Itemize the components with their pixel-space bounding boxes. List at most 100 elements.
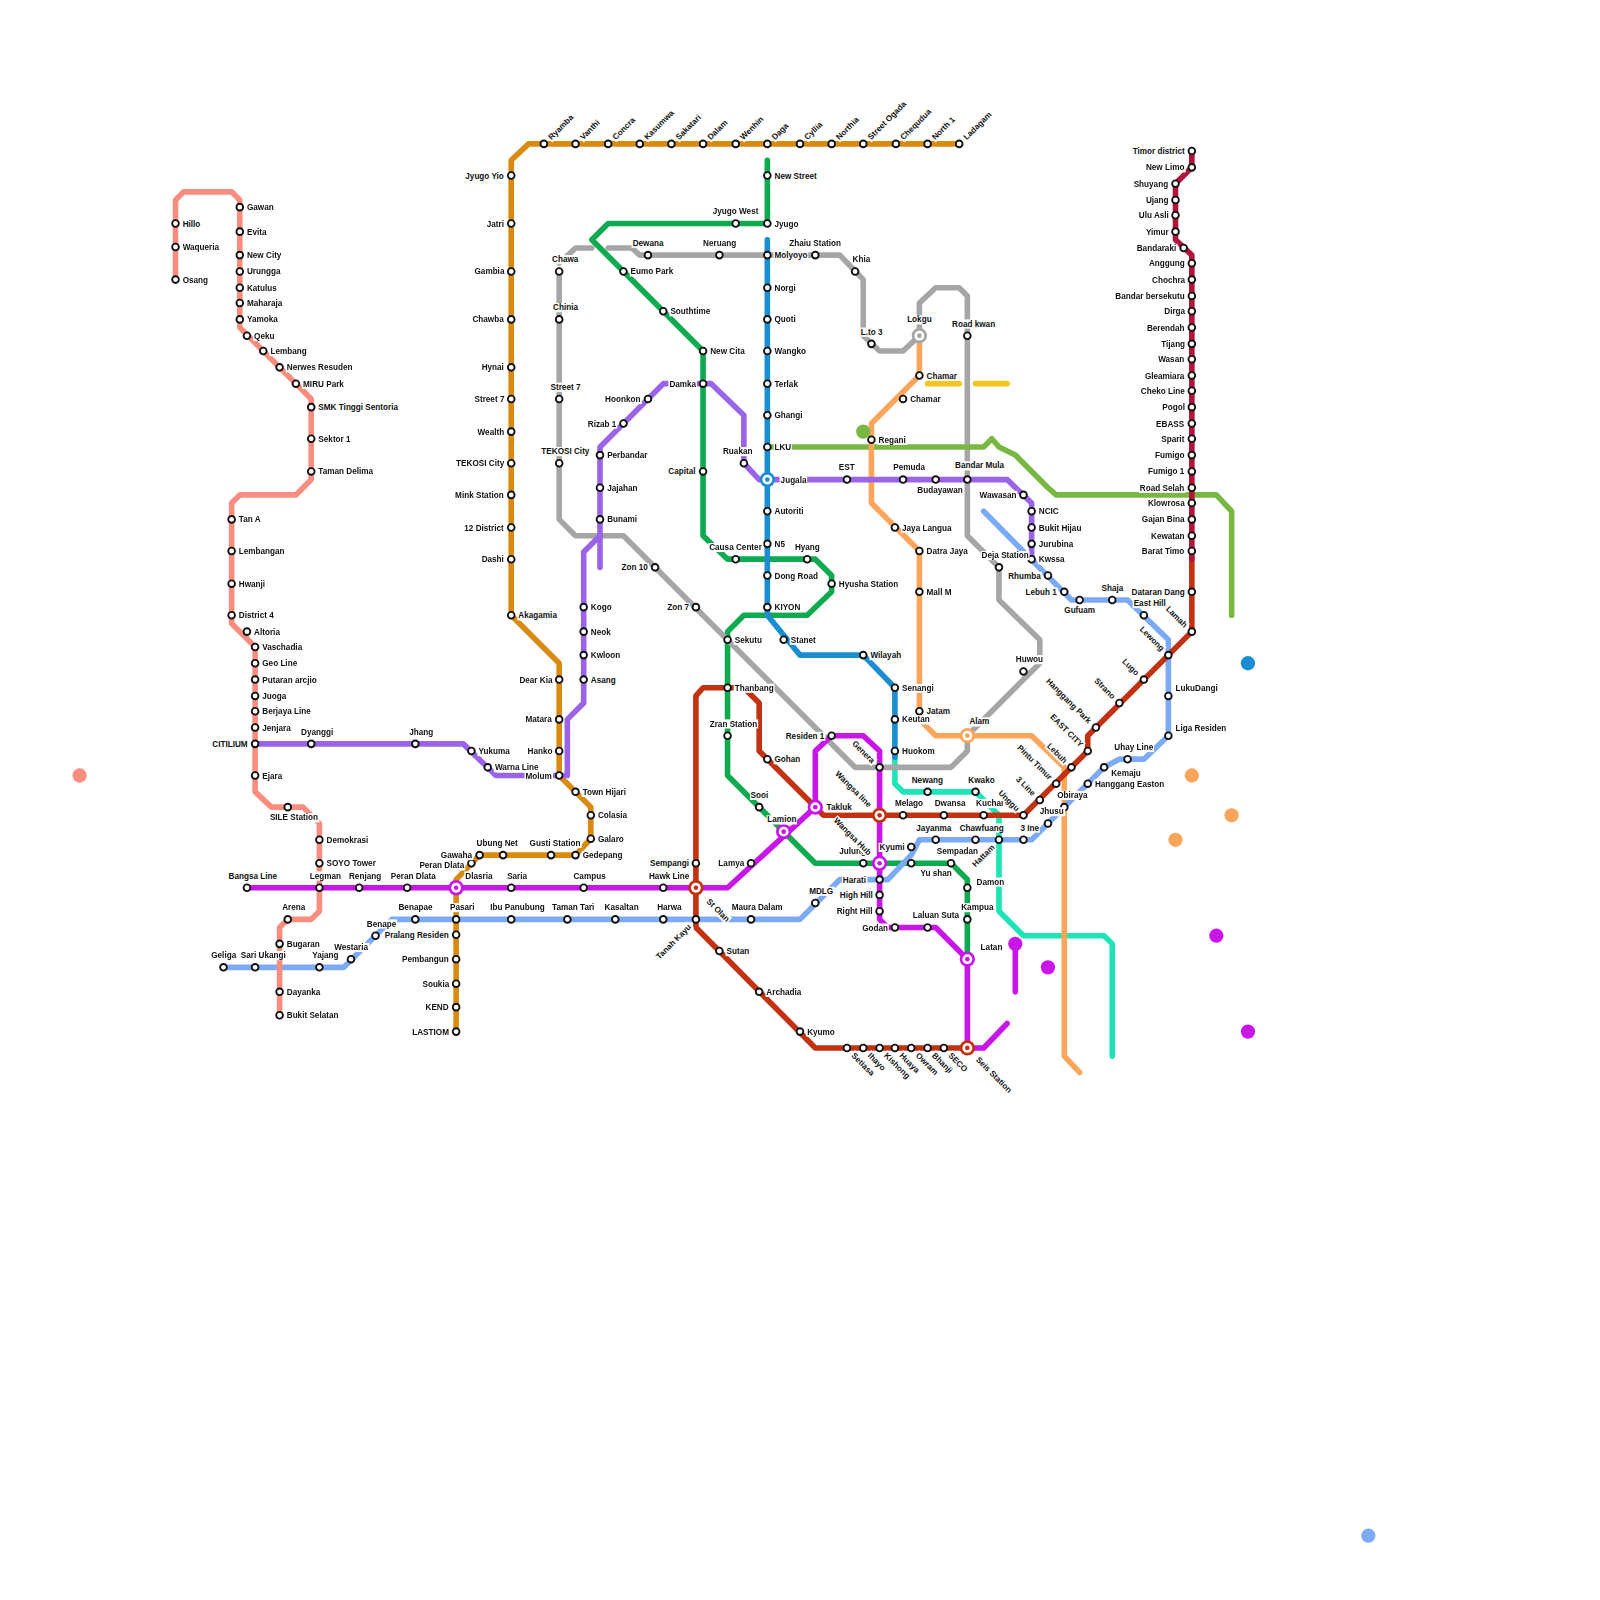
station-dot — [228, 612, 235, 619]
station-dot — [996, 836, 1003, 843]
station-dot — [693, 860, 700, 867]
station-dot — [228, 516, 235, 523]
station-dot — [1188, 484, 1195, 491]
station-label: Senangi — [901, 683, 935, 692]
station-dot — [932, 836, 939, 843]
station-label: Quoti — [773, 315, 796, 324]
station-dot — [972, 788, 979, 795]
station-label: Sempadan — [936, 847, 979, 856]
station-dot — [308, 468, 315, 475]
station-dot — [412, 916, 419, 923]
station-label: Matara — [524, 715, 552, 724]
station-dot — [236, 204, 243, 211]
station-label: District 4 — [238, 611, 275, 620]
station-dot — [860, 1045, 867, 1052]
station-dot — [724, 636, 731, 643]
station-label: Timor district — [1132, 146, 1186, 155]
station-dot — [1068, 764, 1075, 771]
station-label: Budayawan — [916, 486, 963, 495]
station-dot — [1188, 372, 1195, 379]
station-label: SILE Station — [269, 813, 319, 822]
station-label: Seis Station — [973, 1054, 1014, 1095]
station-label: Sutan — [726, 946, 751, 955]
station-label: Daga — [769, 120, 791, 142]
station-label: Hyusha Station — [838, 579, 899, 588]
station-dot — [556, 716, 563, 723]
station-label: Chawa — [551, 255, 579, 264]
station-dot — [1116, 700, 1123, 707]
station-label: Chamar — [909, 394, 941, 403]
metro-line — [559, 248, 1040, 767]
station-dot — [244, 884, 251, 891]
station-label: Archadia — [765, 987, 802, 996]
station-label: Obiraya — [1056, 791, 1088, 800]
station-dot — [244, 332, 251, 339]
station-dot — [236, 252, 243, 259]
interchange-ring — [914, 331, 924, 341]
station-dot — [1036, 797, 1043, 804]
station-dot — [660, 308, 667, 315]
station-label: Soukia — [421, 979, 450, 988]
station-dot — [252, 660, 259, 667]
station-dot — [964, 884, 971, 891]
interchange-core — [781, 829, 786, 834]
station-label: Bangsa Line — [228, 871, 279, 880]
station-label: LKU — [773, 442, 792, 451]
station-dot — [652, 564, 659, 571]
station-dot — [1188, 516, 1195, 523]
station-label: Kampua — [960, 903, 994, 912]
station-dot — [964, 476, 971, 483]
interchange-ring — [962, 731, 972, 741]
station-dot — [508, 556, 515, 563]
interchange-ring — [875, 810, 885, 820]
station-dot — [1020, 836, 1027, 843]
station-label: Kewatan — [1150, 531, 1186, 540]
station-dot — [508, 492, 515, 499]
station-dot — [228, 580, 235, 587]
station-dot — [908, 1045, 915, 1052]
station-label: Gohan — [773, 755, 801, 764]
station-dot — [892, 716, 899, 723]
station-dot — [316, 964, 323, 971]
station-label: SOYO Tower — [326, 859, 377, 868]
station-label: Zon 10 — [620, 563, 648, 572]
station-dot — [812, 900, 819, 907]
station-label: Laluan Suta — [912, 911, 960, 920]
interchange-ring — [451, 883, 461, 893]
station-label: Anggung — [1148, 259, 1186, 268]
station-label: Jhang — [408, 728, 434, 737]
station-dot — [556, 396, 563, 403]
station-dot — [276, 941, 283, 948]
station-dot — [293, 380, 300, 387]
station-label: Lamion — [766, 815, 797, 824]
color-dot — [1241, 656, 1255, 670]
station-dot — [828, 732, 835, 739]
station-dot — [468, 748, 475, 755]
station-dot — [1020, 812, 1027, 819]
interchange-ring — [962, 954, 972, 964]
interchange-core — [813, 805, 818, 810]
station-dot — [996, 564, 1003, 571]
station-label: Causa Center — [708, 543, 763, 552]
station-dot — [1093, 724, 1100, 731]
station-label: Asang — [590, 675, 617, 684]
station-dot — [316, 884, 323, 891]
station-label: Yimur — [1145, 227, 1170, 236]
station-dot — [924, 788, 931, 795]
station-label: Sektor 1 — [317, 434, 351, 443]
station-dot — [236, 284, 243, 291]
station-label: 3 Line — [1013, 774, 1038, 799]
station-label: Kasaltan — [604, 903, 640, 912]
station-label: Gawaha — [440, 851, 473, 860]
station-dot — [541, 141, 548, 148]
station-label: Dataran Dang — [1131, 587, 1186, 596]
station-label: Vanthi — [577, 117, 602, 142]
station-label: Ghangi — [773, 411, 803, 420]
station-label: Peran Dlata — [418, 861, 465, 870]
station-label: Kyumi — [879, 842, 906, 851]
station-label: Bunami — [606, 515, 638, 524]
station-label: Ubung Net — [476, 839, 519, 848]
interchange — [448, 880, 463, 895]
station-dot — [236, 300, 243, 307]
station-dot — [724, 732, 731, 739]
